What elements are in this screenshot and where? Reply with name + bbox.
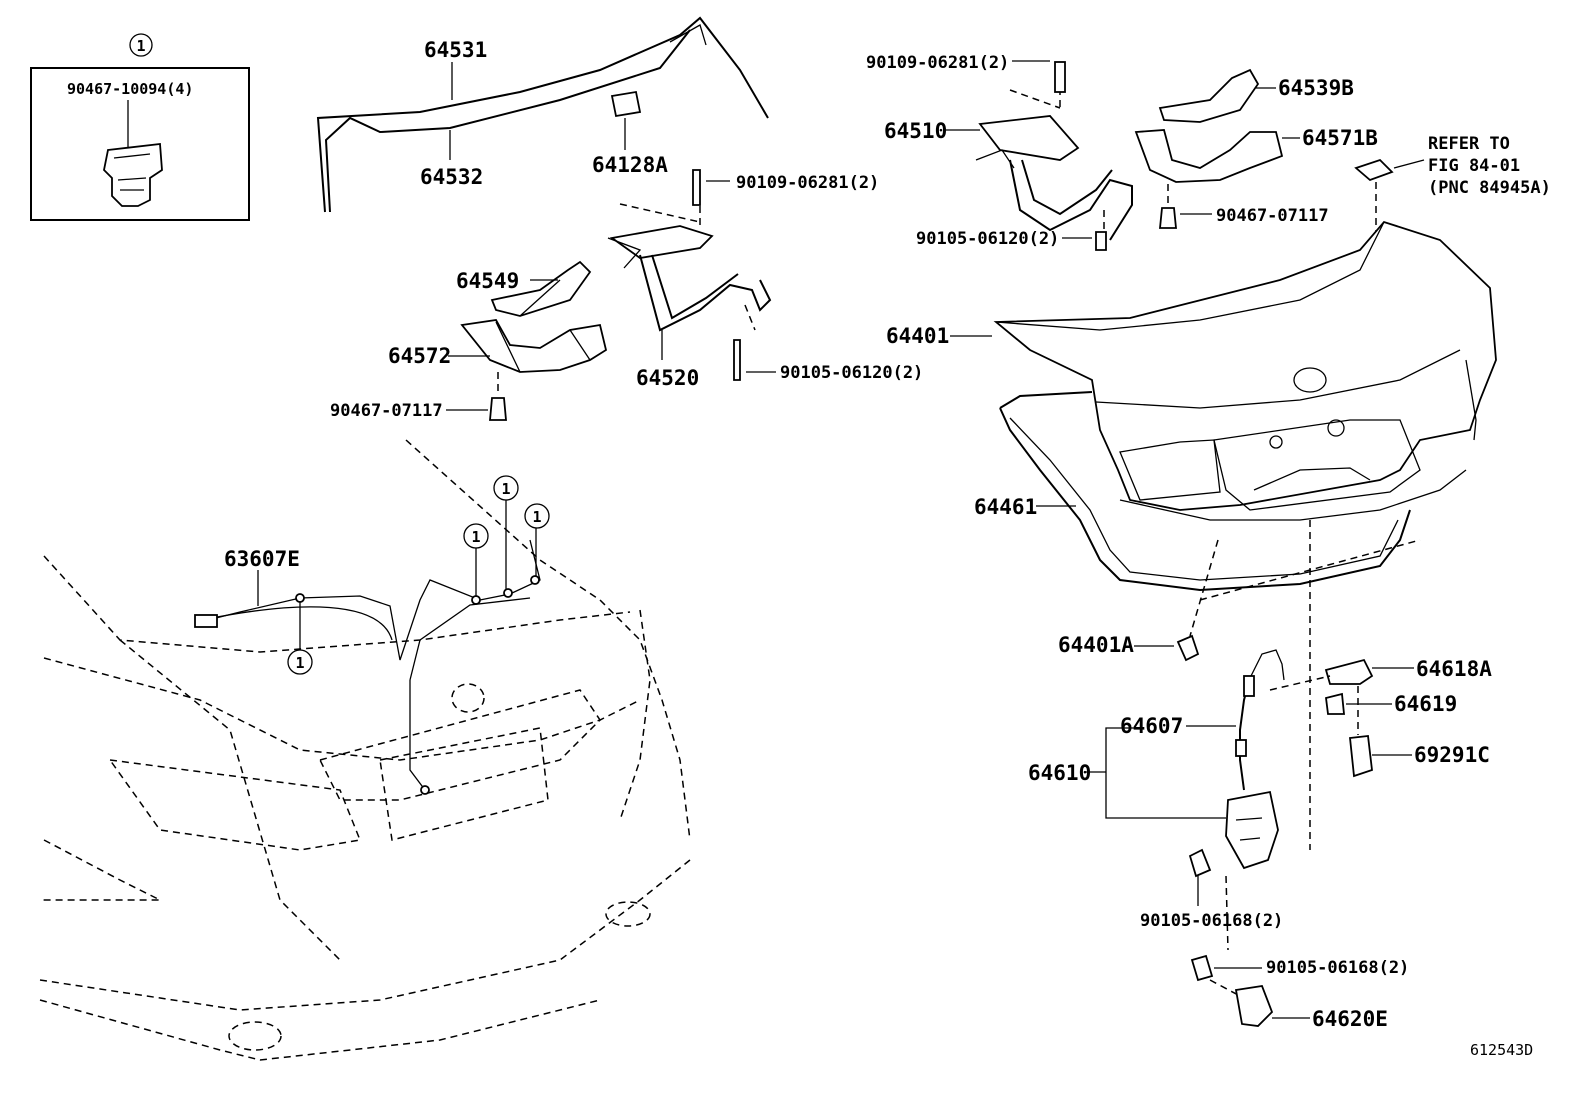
refer-line-1: REFER TO [1428, 134, 1510, 154]
label-64461: 64461 [974, 495, 1037, 519]
label-64532: 64532 [420, 165, 483, 189]
torsion-bars [316, 16, 769, 213]
label-64539B: 64539B [1278, 76, 1354, 100]
label-64607: 64607 [1120, 714, 1183, 738]
label-90467-right: 90467-07117 [1216, 206, 1329, 226]
label-90105-right: 90105-06120(2) [916, 229, 1059, 249]
callout-1c: 1 [501, 480, 510, 498]
label-64571B: 64571B [1302, 126, 1378, 150]
inset-part-label: 90467-10094(4) [67, 80, 193, 98]
label-69291C: 69291C [1414, 743, 1490, 767]
callout-1d: 1 [532, 508, 541, 526]
label-64549: 64549 [456, 269, 519, 293]
label-64531: 64531 [424, 38, 487, 62]
figure-id: 612543D [1470, 1041, 1533, 1059]
refer-line-3: (PNC 84945A) [1428, 178, 1551, 198]
label-90105-06168-b: 90105-06168(2) [1266, 958, 1409, 978]
callout-circles: 1 1 1 1 [287, 475, 550, 675]
label-64618A: 64618A [1416, 657, 1492, 681]
weatherstrip-64461 [999, 391, 1411, 592]
label-90109-right: 90109-06281(2) [866, 53, 1009, 73]
label-90105-mid: 90105-06120(2) [780, 363, 923, 383]
car-body-outline [39, 439, 691, 1061]
trunk-lid-64401 [993, 220, 1497, 521]
bracket-64539B [1158, 68, 1260, 123]
label-64520: 64520 [636, 366, 699, 390]
bracket-64572 [460, 319, 608, 373]
label-64510: 64510 [884, 119, 947, 143]
label-90467-left: 90467-07117 [330, 401, 443, 421]
label-63607E: 63607E [224, 547, 300, 571]
label-64572: 64572 [388, 344, 451, 368]
hinge-64520 [607, 169, 772, 332]
callout-1b: 1 [471, 528, 480, 546]
clip-64128A [610, 90, 642, 150]
clip-inset: 1 90467-10094(4) [30, 33, 250, 221]
callout-1a: 1 [295, 654, 304, 672]
label-64610: 64610 [1028, 761, 1091, 785]
label-64401A: 64401A [1058, 633, 1134, 657]
refer-line-2: FIG 84-01 [1428, 156, 1520, 176]
label-64128A: 64128A [592, 153, 668, 177]
label-64401: 64401 [886, 324, 949, 348]
bracket-64549 [490, 260, 592, 317]
label-64619: 64619 [1394, 692, 1457, 716]
label-64620E: 64620E [1312, 1007, 1388, 1031]
label-90109-left: 90109-06281(2) [736, 173, 879, 193]
lock-assembly [1188, 649, 1285, 951]
label-90105-06168-a: 90105-06168(2) [1140, 911, 1283, 931]
inset-callout: 1 [136, 37, 145, 55]
cable-63607E [194, 500, 541, 795]
hinge-64510 [975, 61, 1133, 241]
bracket-64571B [1134, 129, 1284, 183]
